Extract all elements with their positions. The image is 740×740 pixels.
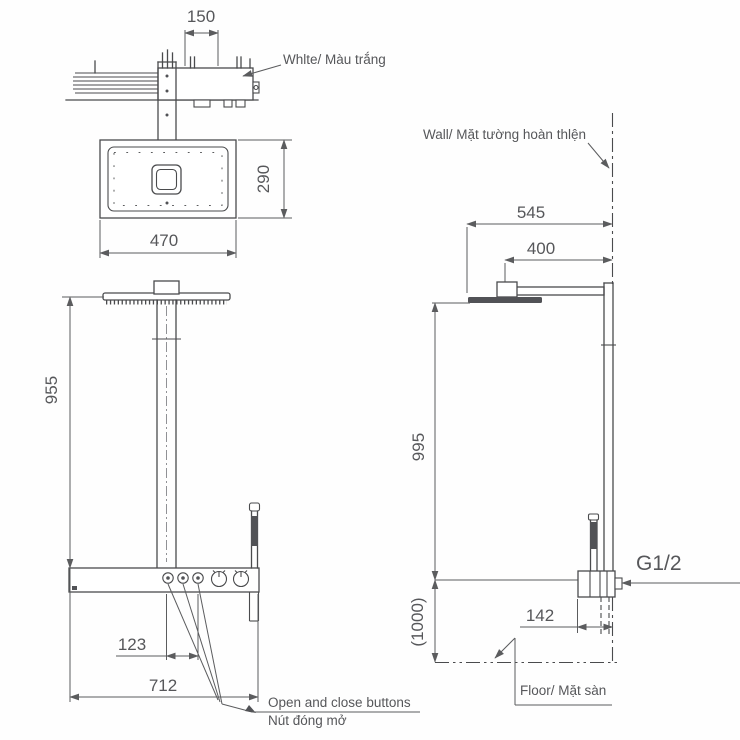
head-spray-face (107, 146, 229, 212)
dim-142: 142 (520, 599, 614, 633)
dim-150-value: 150 (187, 7, 215, 26)
dim-955: 955 (42, 296, 104, 569)
mount-body-pins (161, 49, 251, 69)
g12-label: G1/2 (636, 552, 682, 575)
floor-callout: Floor/ Mặt sàn (494, 637, 612, 706)
dim-1000: (1000) (408, 579, 578, 663)
front-view: 955 123 712 Open and close buttons Nút đ (42, 280, 420, 728)
dim-995: 995 (409, 302, 470, 581)
dim-123: 123 (116, 594, 199, 660)
dim-290-value: 290 (254, 165, 273, 193)
dim-290: 290 (238, 139, 292, 219)
head-center-connector (151, 164, 182, 195)
side-view: Wall/ Mặt tường hoàn thlện 545 400 99 (408, 113, 740, 706)
buttons-callout: Open and close buttons Nút đóng mở (167, 583, 420, 728)
column-front (152, 299, 181, 569)
column-side (601, 282, 616, 572)
flow-knob[interactable] (232, 570, 250, 588)
dim-955-value: 955 (42, 376, 61, 404)
nozzle-dots (113, 152, 223, 206)
dim-400: 400 (504, 239, 613, 282)
dim-1000-value: (1000) (408, 597, 427, 646)
panel-lower-stub (248, 592, 260, 622)
mount-body (157, 67, 254, 101)
buttons-label-vi: Nút đóng mở (268, 713, 347, 728)
dim-712: 712 (69, 568, 259, 702)
rain-head-side (468, 297, 542, 303)
buttons-label-en: Open and close buttons (268, 695, 411, 710)
mount-side-port (252, 81, 260, 94)
dim-400-value: 400 (527, 239, 555, 258)
dim-545-value: 545 (517, 203, 545, 222)
dim-470-value: 470 (150, 231, 178, 250)
top-view-ceiling-mount: 150 Whlte/ Màu trắng (65, 7, 386, 169)
mount-feet (193, 99, 246, 108)
hand-shower-front (248, 502, 261, 569)
open-close-buttons[interactable] (162, 572, 204, 584)
white-label: Whlte/ Màu trắng (283, 52, 386, 67)
g12-callout: G1/2 (621, 552, 740, 587)
wall-callout: Wall/ Mặt tường hoàn thlện (423, 127, 610, 169)
hand-shower-side (587, 513, 600, 572)
dim-545: 545 (466, 203, 613, 293)
temperature-knob[interactable] (210, 570, 228, 588)
connector-dot (165, 201, 169, 205)
head-center-connector-inner (155, 168, 178, 191)
dim-142-value: 142 (526, 606, 554, 625)
dim-995-value: 995 (409, 433, 428, 461)
wall-label: Wall/ Mặt tường hoàn thlện (423, 127, 586, 142)
head-top-connector-front (153, 280, 180, 295)
dim-150: 150 (184, 7, 219, 66)
panel-mark (72, 586, 77, 590)
dim-712-value: 712 (149, 676, 177, 695)
mount-side-port-hole (253, 84, 259, 91)
dim-123-value: 123 (118, 635, 146, 654)
shower-arm-side (504, 286, 605, 296)
floor-label: Floor/ Mặt sàn (520, 683, 606, 698)
g12-nipple (614, 577, 623, 590)
head-connector-side (496, 281, 518, 298)
white-callout: Whlte/ Màu trắng (242, 52, 386, 77)
dim-470: 470 (99, 220, 237, 258)
head-plan-view: 290 470 (99, 139, 292, 258)
